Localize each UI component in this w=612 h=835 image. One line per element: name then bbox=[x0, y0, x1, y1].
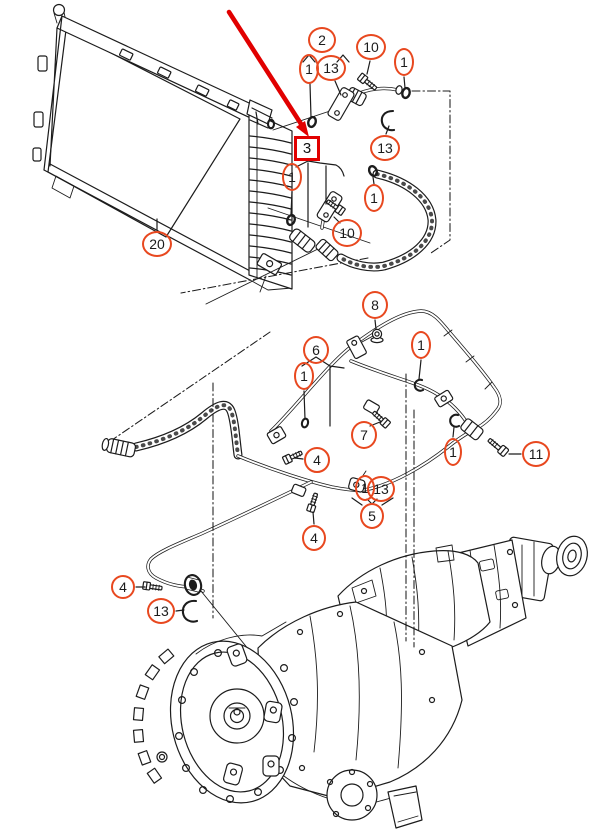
callout-2[interactable]: 2 bbox=[308, 27, 336, 53]
pipe-bracket-4a bbox=[266, 426, 287, 445]
left-hose bbox=[101, 400, 243, 460]
callout-1-b[interactable]: 1 bbox=[394, 48, 414, 76]
o-ring-upper bbox=[401, 86, 411, 100]
seal-washer-upper bbox=[307, 115, 317, 129]
callout-1-d[interactable]: 1 bbox=[364, 184, 384, 212]
oil-cooler-pipes bbox=[142, 309, 510, 667]
callout-8[interactable]: 8 bbox=[362, 291, 388, 319]
bolt-10a bbox=[357, 72, 378, 91]
pipe-bracket-8 bbox=[346, 335, 367, 360]
alignment-lines bbox=[111, 90, 451, 441]
radiator bbox=[32, 3, 316, 293]
transmission bbox=[132, 535, 588, 829]
oil-line-fitting-lower bbox=[286, 165, 437, 272]
callout-6[interactable]: 6 bbox=[303, 336, 329, 364]
bolt-4b bbox=[306, 492, 319, 514]
spring-clip-bottom bbox=[181, 599, 199, 623]
oil-line-fitting-upper bbox=[307, 72, 411, 132]
callout-13-d[interactable]: 13 bbox=[147, 598, 175, 624]
pipe-union bbox=[460, 418, 484, 441]
radiator-outlet-lower bbox=[256, 228, 316, 293]
grommet bbox=[183, 574, 203, 596]
retaining-clip-right-upper bbox=[413, 378, 425, 392]
callout-13-a[interactable]: 13 bbox=[316, 55, 346, 81]
callout-5[interactable]: 5 bbox=[360, 503, 384, 529]
callout-4-c[interactable]: 4 bbox=[111, 575, 135, 599]
seal-washer-lower bbox=[286, 213, 296, 227]
callout-1-c[interactable]: 1 bbox=[282, 163, 302, 191]
transmission-mid-case bbox=[257, 601, 463, 799]
callout-1-e[interactable]: 1 bbox=[294, 362, 314, 390]
retaining-clip-right-lower bbox=[449, 413, 461, 428]
bolt-4a bbox=[281, 450, 303, 465]
transmission-bottom bbox=[261, 755, 423, 829]
o-ring-hose bbox=[367, 165, 379, 177]
nut-8 bbox=[370, 328, 384, 344]
callout-10-b[interactable]: 10 bbox=[332, 219, 362, 247]
spring-clip-upper bbox=[380, 109, 396, 132]
callout-leader-lines bbox=[135, 54, 522, 612]
callout-4-b[interactable]: 4 bbox=[302, 525, 326, 551]
arrowhead bbox=[296, 121, 309, 137]
callout-10-a[interactable]: 10 bbox=[356, 34, 386, 60]
highlight-arrow bbox=[226, 9, 309, 137]
callout-4-a[interactable]: 4 bbox=[304, 447, 330, 473]
vertical-alignment-lines bbox=[212, 373, 415, 648]
callout-3-highlight-box[interactable]: 3 bbox=[294, 136, 320, 161]
callout-13-c[interactable]: 13 bbox=[367, 476, 395, 502]
bolt-4c bbox=[142, 581, 163, 591]
pipe-clamp-7 bbox=[363, 399, 380, 415]
bolt-10b bbox=[326, 199, 346, 216]
bolt-7 bbox=[372, 410, 391, 429]
callout-7[interactable]: 7 bbox=[351, 421, 377, 449]
washer-mid bbox=[300, 417, 310, 429]
transmission-bell-housing bbox=[132, 621, 299, 804]
radiator-outlet-upper bbox=[249, 107, 276, 130]
callout-11[interactable]: 11 bbox=[522, 441, 550, 467]
pipe-bracket-right bbox=[434, 389, 454, 408]
callout-20[interactable]: 20 bbox=[142, 231, 172, 257]
callout-13-b[interactable]: 13 bbox=[370, 135, 400, 161]
bolt-11 bbox=[487, 438, 510, 457]
pipe-bracket-4b bbox=[291, 483, 307, 497]
callout-1-g[interactable]: 1 bbox=[444, 438, 462, 466]
callout-1-f[interactable]: 1 bbox=[411, 331, 431, 359]
